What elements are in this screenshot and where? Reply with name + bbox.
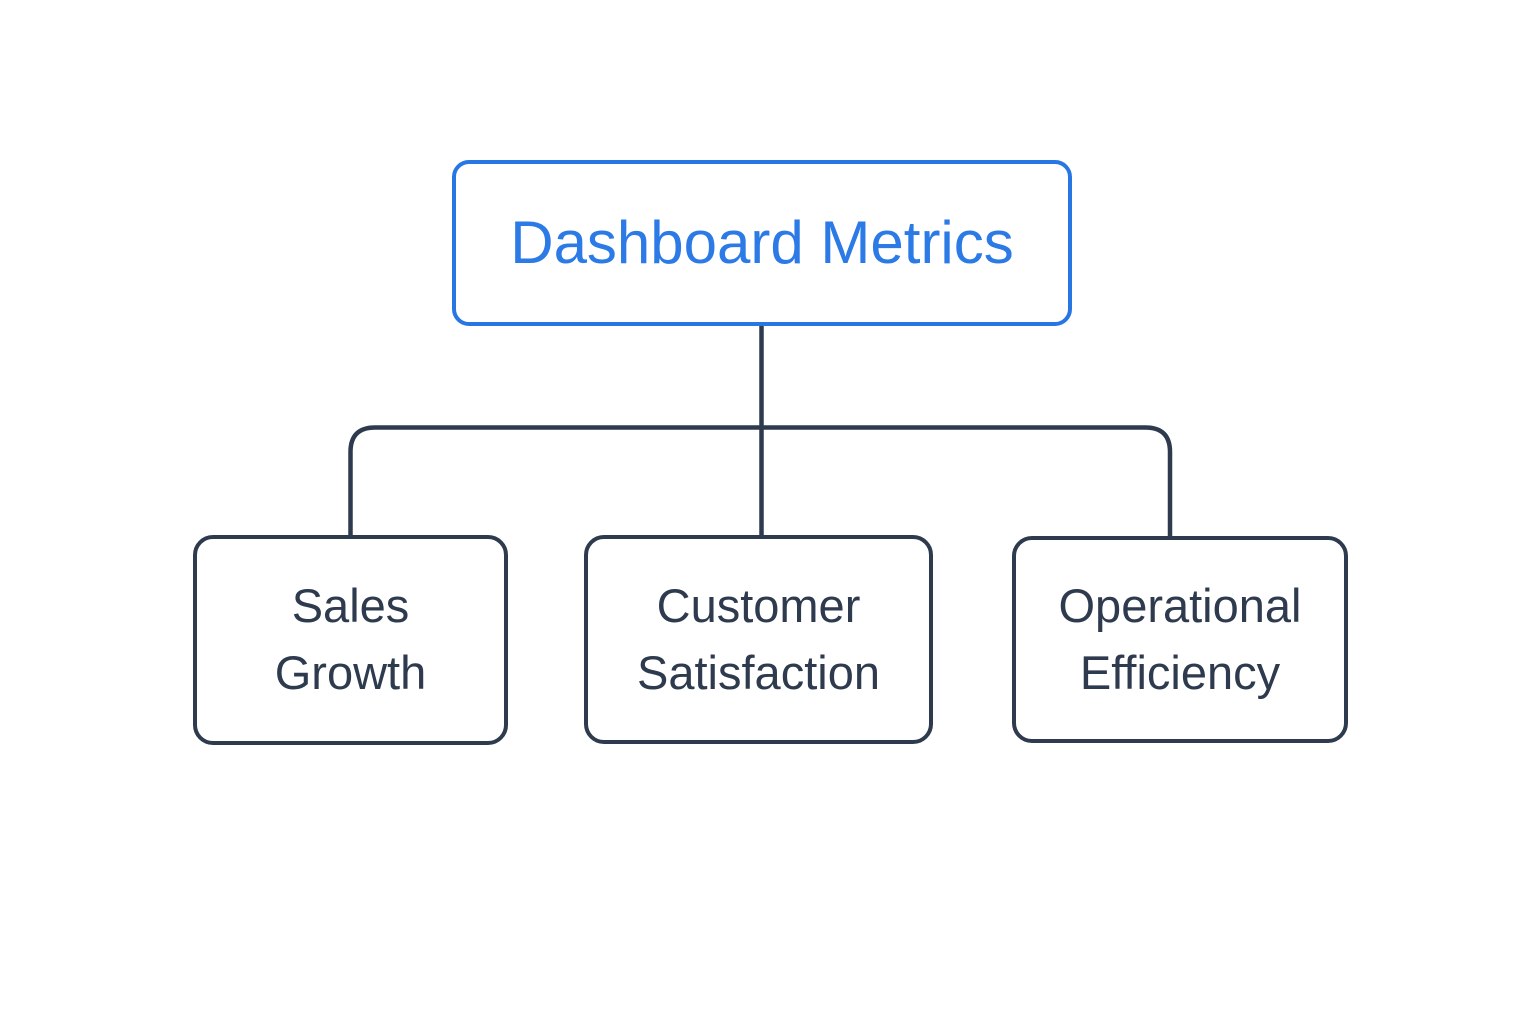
node-sales-growth: Sales Growth	[193, 535, 508, 745]
node-operational-efficiency: Operational Efficiency	[1012, 536, 1348, 743]
node-customer-satisfaction-label: Customer Satisfaction	[637, 578, 880, 699]
edge-branch-bar	[348, 425, 1173, 537]
node-sales-growth-label: Sales Growth	[274, 579, 427, 699]
node-dashboard-metrics-label: Dashboard Metrics	[510, 209, 1014, 276]
node-dashboard-metrics: Dashboard Metrics	[452, 160, 1072, 326]
node-operational-efficiency-label: Operational Efficiency	[1058, 578, 1302, 699]
node-customer-satisfaction: Customer Satisfaction	[584, 535, 933, 744]
